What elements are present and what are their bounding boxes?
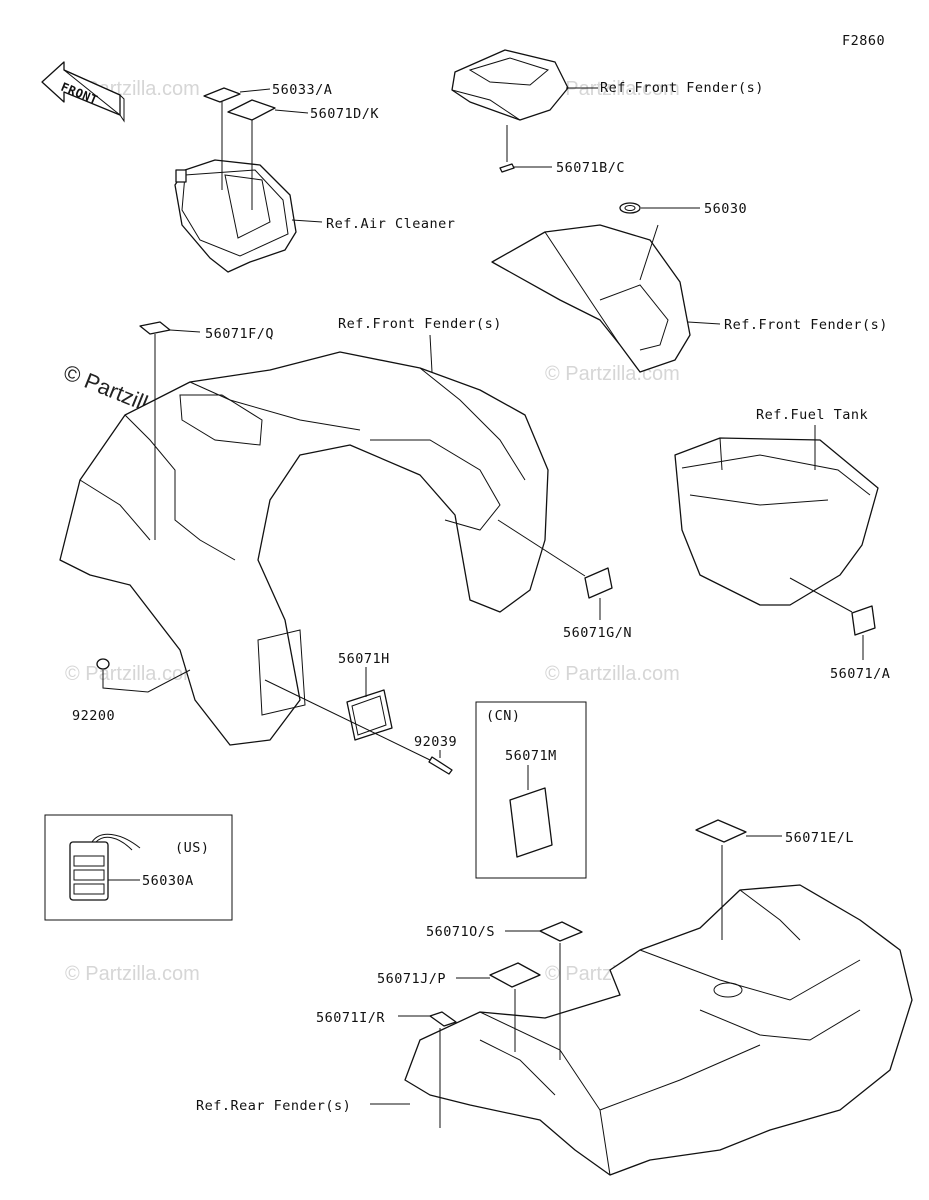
decal-56071M (509, 787, 553, 858)
figure-code: F2860 (842, 33, 885, 49)
callout-56030A: 56030A (142, 873, 194, 889)
callout-ref-front-fender-right: Ref.Front Fender(s) (724, 317, 888, 333)
callout-92200: 92200 (72, 708, 115, 724)
callout-92039: 92039 (414, 734, 457, 750)
decal-56071JP (489, 962, 541, 988)
callout-56071M: 56071M (505, 748, 557, 764)
callout-56071GN: 56071G/N (563, 625, 632, 641)
decal-56071FQ (139, 321, 171, 335)
callout-ref-air-cleaner: Ref.Air Cleaner (326, 216, 455, 232)
callout-56071IR: 56071I/R (316, 1010, 385, 1026)
decal-56033A (203, 87, 241, 103)
fuel-tank (674, 437, 879, 606)
watermark-text: © Partzilla.com (545, 663, 680, 685)
decal-56071GN (584, 567, 613, 599)
callout-56071OS: 56071O/S (426, 924, 495, 940)
decal-56071OS (539, 921, 583, 942)
callout-56071FQ: 56071F/Q (205, 326, 274, 342)
decal-56071IR (429, 1011, 457, 1027)
decal-56071BC (499, 163, 515, 173)
tag-56030A (69, 833, 141, 901)
callout-ref-front-fender-top: Ref.Front Fender(s) (600, 80, 764, 96)
decal-56071DK (227, 99, 276, 121)
grommet-56030 (619, 202, 641, 214)
callout-56033A: 56033/A (272, 82, 332, 98)
callout-56071A: 56071/A (830, 666, 890, 682)
watermark-text: © Partzilla.com (65, 963, 200, 985)
callout-56071BC: 56071B/C (556, 160, 625, 176)
callout-56071EL: 56071E/L (785, 830, 854, 846)
callout-56071JP: 56071J/P (377, 971, 446, 987)
watermark-text: © Partzilla.com (545, 363, 680, 385)
front-fender-cover-top (451, 49, 569, 121)
front-arrow-icon: FRONT (41, 61, 125, 123)
us-region-box (44, 814, 233, 921)
callout-ref-rear-fender: Ref.Rear Fender(s) (196, 1098, 351, 1114)
callout-56071DK: 56071D/K (310, 106, 379, 122)
decal-56071A (851, 605, 876, 636)
callout-ref-fuel-tank: Ref.Fuel Tank (756, 407, 868, 423)
decal-56071EL (695, 819, 747, 843)
clip-92200 (96, 658, 110, 670)
rear-fender (404, 884, 913, 1176)
front-fender-side-panel (491, 224, 691, 373)
callout-ref-front-fender-main: Ref.Front Fender(s) (338, 316, 502, 332)
callout-56030: 56030 (704, 201, 747, 217)
callout-56071H: 56071H (338, 651, 390, 667)
cn-region-label: (CN) (486, 708, 521, 724)
front-fender-main (59, 351, 549, 746)
air-cleaner-cover (174, 159, 297, 273)
screw-92039 (428, 756, 453, 775)
decal-56071H (346, 689, 393, 741)
us-region-label: (US) (175, 840, 210, 856)
watermark-text: © Partzilla.com (65, 663, 200, 685)
cn-region-box (475, 701, 587, 879)
watermark-text: © Partzilla.com (545, 78, 680, 100)
